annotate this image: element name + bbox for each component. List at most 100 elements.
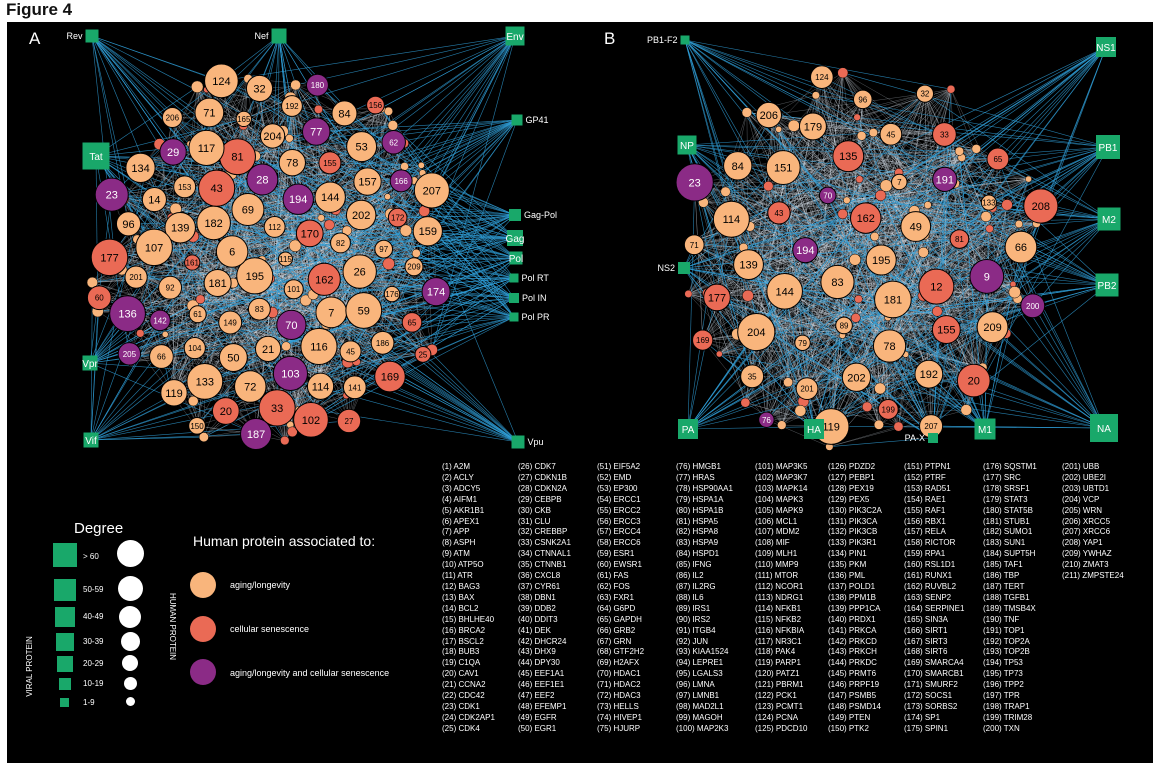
protein-index-entry: (61) FAS: [597, 571, 629, 581]
viral-protein-node: [509, 312, 519, 322]
viral-protein-node: [677, 135, 697, 155]
human-protein-node-label: 96: [858, 95, 867, 104]
human-protein-node-label: 21: [262, 344, 274, 356]
human-protein-node-label: 97: [379, 245, 388, 254]
human-protein-node-label: 170: [301, 228, 319, 240]
protein-index-entry: (177) SRC: [983, 472, 1021, 482]
human-protein-node: [765, 150, 801, 186]
human-protein-node-label: 101: [287, 285, 301, 294]
human-protein-node: [307, 262, 341, 296]
small-human-protein-node: [971, 144, 982, 154]
protein-index-entry: (48) EFEMP1: [518, 701, 567, 711]
protein-index-entry: (124) PCNA: [755, 712, 799, 722]
protein-index-entry: (51) EIF5A2: [597, 462, 641, 471]
human-protein-node: [401, 312, 423, 333]
small-human-protein-node: [198, 432, 209, 443]
small-human-protein-node: [763, 181, 774, 192]
protein-index-entry: (106) MCL1: [755, 516, 798, 526]
human-protein-node: [90, 238, 129, 277]
human-protein-node-label: 204: [747, 327, 765, 339]
human-protein-node-label: 28: [256, 174, 268, 186]
protein-index-entry: (195) TP73: [983, 669, 1023, 679]
viral-protein-label: NS1: [1096, 43, 1116, 54]
human-protein-node-label: 23: [689, 177, 701, 189]
human-protein-node: [246, 163, 279, 196]
protein-index-entry: (197) TPR: [983, 691, 1020, 701]
human-protein-node: [125, 152, 156, 183]
human-protein-node: [161, 107, 183, 129]
protein-index-entry: (160) RSL1D1: [904, 560, 956, 570]
protein-index-entry: (142) PRKCD: [828, 636, 877, 646]
protein-index-entry: (45) EEF1A1: [518, 669, 565, 679]
human-protein-node-label: 32: [253, 83, 265, 95]
protein-index-entry: (103) MAPK14: [755, 483, 808, 493]
protein-index-entry: (30) CKB: [518, 505, 551, 515]
protein-index-entry: (156) RBX1: [904, 516, 946, 526]
protein-index-entry: (134) PIN1: [828, 549, 867, 559]
viral-protein-label: Tat: [89, 152, 103, 163]
protein-index-entry: (108) MIF: [755, 538, 790, 548]
protein-index-entry: (166) SIRT1: [904, 625, 948, 635]
protein-index-entry: (87) IL2RG: [676, 581, 716, 591]
protein-index-entry: (68) GTF2H2: [597, 647, 645, 657]
human-protein-node: [254, 335, 282, 362]
protein-index-entry: (7) APP: [442, 527, 470, 537]
protein-index-entry: (183) SUN1: [983, 538, 1026, 548]
protein-index-entry: (100) MAP2K3: [676, 723, 729, 733]
viral-protein-label: PB1: [1099, 143, 1118, 154]
protein-index-entry: (1) A2M: [442, 462, 471, 471]
protein-index-entry: (122) PCK1: [755, 691, 797, 701]
human-protein-node: [302, 117, 331, 146]
viral-protein-label: Vpr: [82, 359, 98, 370]
protein-index-entry: (104) MAPK3: [755, 494, 804, 504]
protein-index-entry: (110) MMP9: [755, 560, 799, 570]
protein-index-entry: (159) RPA1: [904, 549, 946, 559]
protein-index-entry: (14) BCL2: [442, 603, 479, 613]
human-protein-node: [389, 169, 413, 193]
protein-index-column: (176) SQSTM1(177) SRC(178) SRSF1(179) ST…: [983, 462, 1037, 735]
senescence-swatch: [190, 616, 216, 642]
protein-index-entry: (176) SQSTM1: [983, 462, 1037, 471]
human-protein-node: [173, 175, 197, 199]
human-protein-node-label: 172: [391, 214, 405, 223]
protein-index-entry: (11) ATR: [442, 571, 473, 581]
human-protein-node: [915, 84, 935, 103]
human-protein-node-label: 43: [774, 209, 783, 218]
small-human-protein-node: [417, 161, 425, 169]
viral-protein-label: NP: [680, 141, 694, 152]
small-human-protein-node: [811, 91, 820, 100]
viral-protein-node: [1095, 273, 1119, 297]
protein-index-entry: (79) HSPA1A: [676, 494, 724, 504]
human-protein-node-label: 6: [229, 246, 235, 258]
protein-index-entry: (49) EGFR: [518, 712, 557, 722]
human-protein-node-label: 117: [198, 143, 216, 155]
small-human-protein-node: [874, 382, 886, 395]
protein-index-entry: (210) ZMAT3: [1062, 560, 1109, 570]
protein-index-entry: (55) ERCC2: [597, 505, 641, 515]
viral-protein-label: Pol PR: [522, 312, 551, 322]
protein-index-entry: (41) DEK: [518, 625, 551, 635]
small-human-protein-node: [960, 404, 972, 416]
small-human-protein-node: [287, 426, 298, 438]
human-protein-node: [723, 151, 753, 181]
human-protein-node: [295, 219, 324, 248]
viral-protein-node: [680, 35, 690, 45]
human-protein-node-label: 119: [165, 388, 183, 400]
human-protein-node: [692, 329, 714, 351]
human-protein-node-label: 119: [822, 421, 840, 433]
degree-bin-label: > 60: [83, 552, 99, 561]
protein-index-entry: (64) G6PD: [597, 603, 636, 613]
human-protein-node-label: 161: [186, 259, 200, 268]
viral-protein-node: [509, 273, 519, 283]
human-protein-node-label: 33: [271, 403, 283, 415]
human-protein-node: [877, 398, 899, 420]
human-protein-node-label: 187: [247, 429, 265, 441]
protein-index-entry: (46) EEF1E1: [518, 680, 565, 690]
small-human-protein-node: [873, 419, 884, 430]
human-protein-node: [231, 192, 265, 227]
viral-protein-node: [509, 251, 523, 265]
human-degree-circle-60plus: [117, 540, 144, 567]
human-protein-node: [932, 166, 958, 192]
protein-index-entry: (98) MAD2L1: [676, 701, 724, 711]
degree-legend-title: Degree: [74, 520, 124, 537]
